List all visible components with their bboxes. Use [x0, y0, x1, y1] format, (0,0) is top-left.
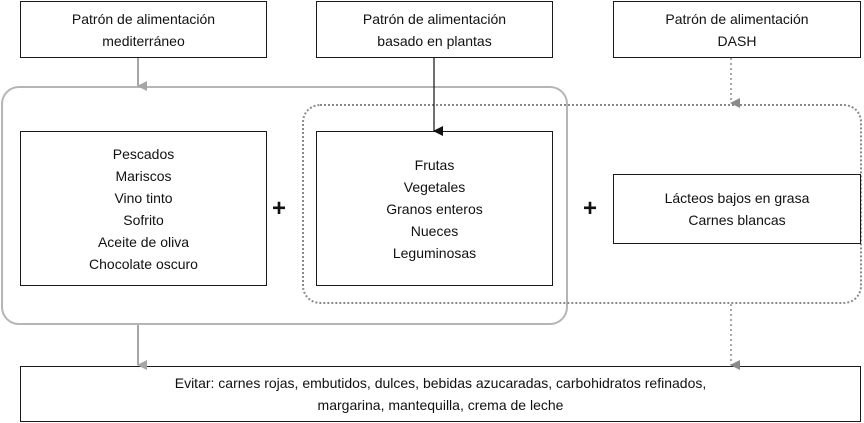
- plant-based-pattern-line-1: Patrón de alimentación: [362, 10, 507, 27]
- food-item: Chocolate oscuro: [89, 255, 198, 272]
- plant-based-pattern-line-2: basado en plantas: [377, 32, 492, 49]
- dash-pattern-box: Patrón de alimentación DASH: [613, 1, 861, 58]
- dash-pattern-line-2: DASH: [717, 32, 757, 49]
- avoid-line-2: margarina, mantequilla, crema de leche: [317, 397, 564, 413]
- avoid-box: Evitar: carnes rojas, embutidos, dulces,…: [20, 366, 861, 422]
- mediterranean-pattern-line-1: Patrón de alimentación: [71, 10, 216, 27]
- food-item: Sofrito: [123, 211, 164, 228]
- plus-sign-1: +: [271, 195, 286, 222]
- food-item: Nueces: [410, 222, 459, 239]
- food-item: Lácteos bajos en grasa: [664, 190, 810, 206]
- mediterranean-foods-box: Pescados Mariscos Vino tinto Sofrito Ace…: [20, 131, 267, 286]
- dash-foods-box: Lácteos bajos en grasa Carnes blancas: [613, 174, 861, 244]
- avoid-line-1: Evitar: carnes rojas, embutidos, dulces,…: [174, 375, 707, 391]
- plant-based-pattern-box: Patrón de alimentación basado en plantas: [316, 1, 553, 58]
- plant-based-foods-box: Frutas Vegetales Granos enteros Nueces L…: [316, 131, 553, 286]
- food-item: Carnes blancas: [688, 212, 786, 228]
- food-item: Mariscos: [115, 167, 172, 184]
- food-item: Vegetales: [403, 178, 466, 195]
- dash-pattern-line-1: Patrón de alimentación: [665, 10, 809, 27]
- food-item: Pescados: [112, 145, 175, 162]
- dash-group-outline: [302, 104, 862, 304]
- food-item: Leguminosas: [392, 244, 477, 261]
- food-item: Aceite de oliva: [97, 233, 190, 250]
- plus-sign-2: +: [582, 195, 597, 222]
- food-item: Granos enteros: [386, 200, 483, 217]
- mediterranean-pattern-line-2: mediterráneo: [102, 32, 185, 49]
- food-item: Frutas: [414, 156, 455, 173]
- food-item: Vino tinto: [114, 189, 173, 206]
- mediterranean-pattern-box: Patrón de alimentación mediterráneo: [20, 1, 267, 58]
- mediterranean-group-outline: [1, 86, 568, 325]
